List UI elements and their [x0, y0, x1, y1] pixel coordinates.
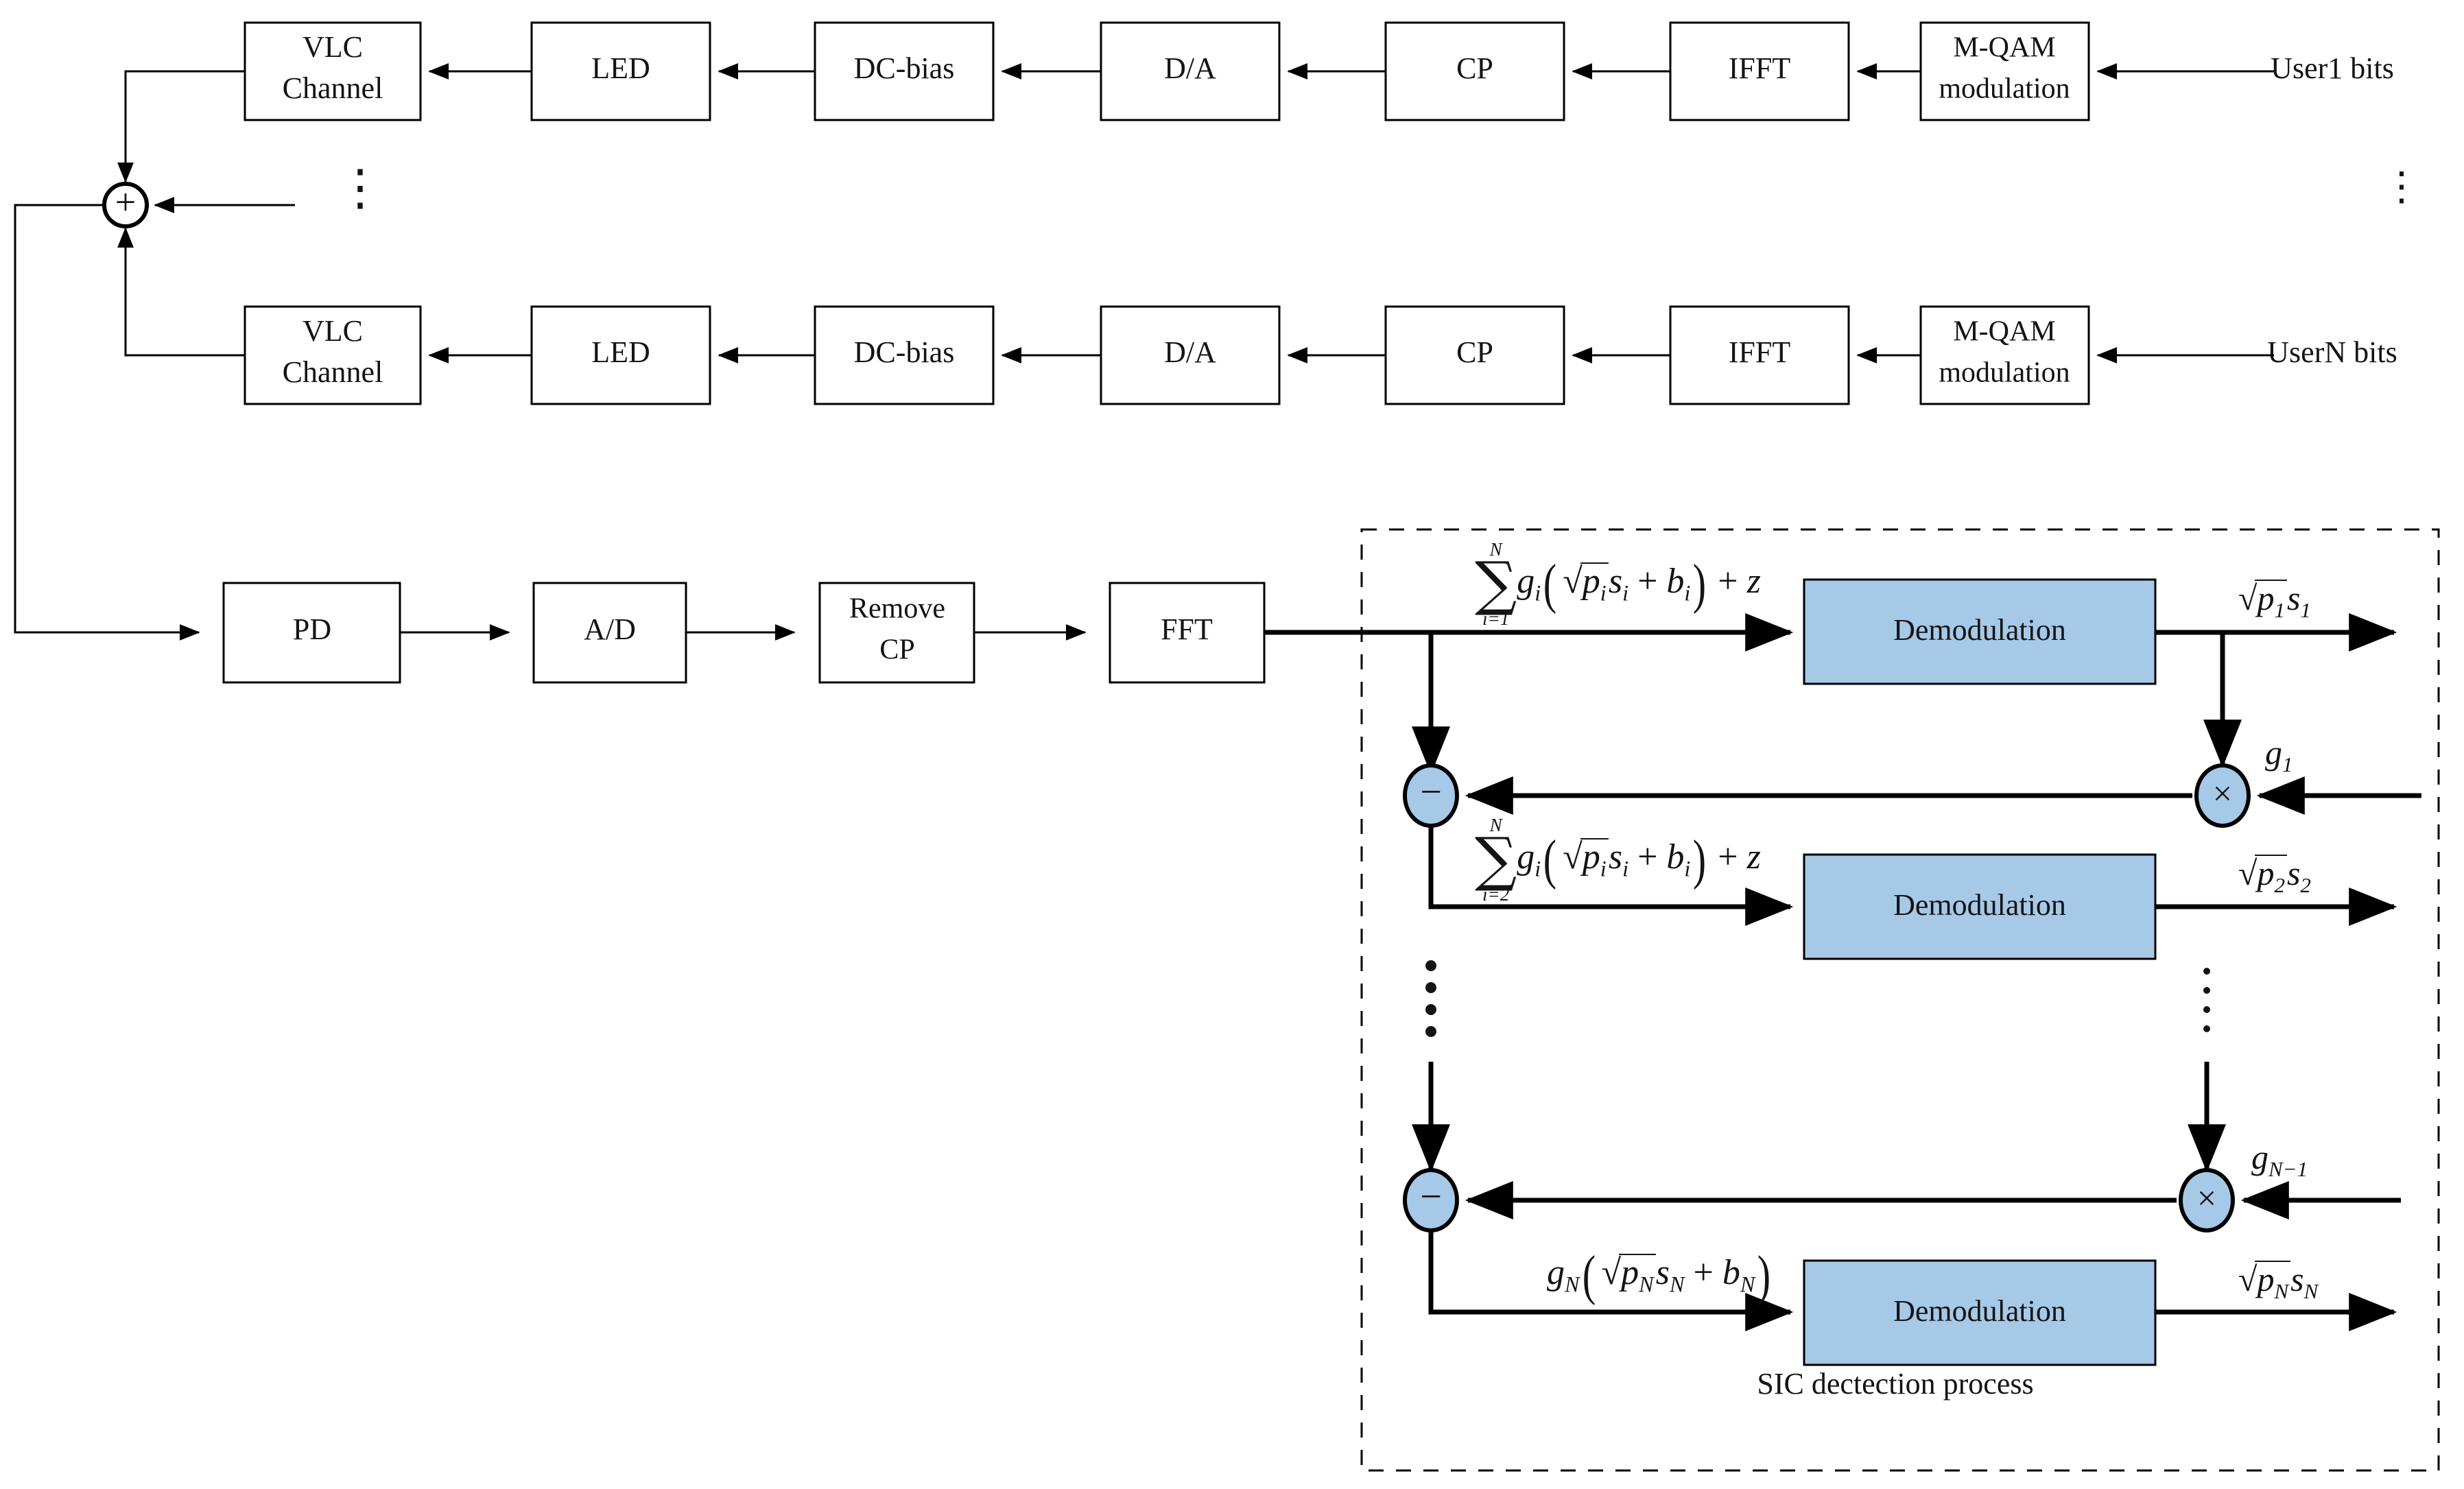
- combiner-node-group: +: [14, 181, 295, 641]
- formula-stage1-input: N ∑ i=1 gi(√pisi + bi) + z: [1475, 539, 1761, 629]
- wire-vlc-userN-to-combiner: [117, 227, 245, 357]
- block-remove-cp[interactable]: [818, 582, 975, 684]
- label-gain-1: g1: [2265, 733, 2293, 776]
- block-dc-bias-user1-label: DC-bias: [854, 51, 955, 85]
- sic-caption: SIC dectection process: [1757, 1367, 2033, 1401]
- formula-stage2-output: √p2s2: [2238, 854, 2311, 897]
- block-vlc-channel-user1-line1: VLC: [303, 30, 363, 64]
- block-fft[interactable]: [1109, 582, 1266, 684]
- block-led-user1[interactable]: [530, 21, 711, 121]
- sic-stage-2: Demodulation: [1428, 826, 2397, 960]
- ellipsis-right-dot-1: [2203, 968, 2210, 975]
- block-remove-cp-line1: Remove: [849, 593, 945, 625]
- plus-icon: +: [115, 181, 136, 222]
- minus-icon-1: −: [1420, 771, 1442, 813]
- multiply-node-1[interactable]: [2194, 763, 2251, 828]
- tx-chain-ellipsis-right: ⋮: [2382, 164, 2421, 209]
- block-pd[interactable]: [222, 582, 401, 684]
- tx-chain-userN: VLC Channel LED DC-bias D/A CP IFFT M-QA…: [117, 227, 2397, 405]
- block-led-user1-label: LED: [591, 51, 650, 85]
- multiply-icon-N: ×: [2197, 1178, 2216, 1217]
- wire-vlc-user1-to-combiner: [117, 70, 245, 183]
- block-vlc-channel-userN-line2: Channel: [283, 355, 383, 389]
- label-userN-bits: UserN bits: [2267, 335, 2397, 369]
- multiply-node-N[interactable]: [2179, 1168, 2235, 1232]
- demod-block-2-label: Demodulation: [1893, 888, 2066, 922]
- block-dc-bias-userN-label: DC-bias: [854, 335, 955, 369]
- block-cp-user1-label: CP: [1456, 51, 1493, 85]
- block-ifft-user1-label: IFFT: [1729, 51, 1791, 85]
- block-ad-label: A/D: [584, 612, 636, 646]
- block-cp-user1[interactable]: [1384, 21, 1565, 121]
- block-vlc-channel-userN-line1: VLC: [303, 314, 363, 348]
- formula-stage2-input: N ∑ i=2 gi(√pisi + bi) + z: [1475, 815, 1761, 905]
- tx-chain-user1: VLC Channel LED DC-bias D/A CP IFFT M-QA…: [117, 21, 2394, 183]
- block-dc-bias-userN[interactable]: [814, 305, 995, 405]
- sic-ellipsis-group: [1425, 960, 2210, 1037]
- formula-stage1-output: √p1s1: [2238, 579, 2311, 622]
- sic-stage-1: Demodulation × −: [1403, 578, 2421, 828]
- block-mqam-user1[interactable]: [1919, 21, 2090, 121]
- block-fft-label: FFT: [1161, 612, 1213, 646]
- demod-block-1[interactable]: [1803, 578, 2157, 685]
- ellipsis-left-dot-1: [1425, 960, 1436, 971]
- block-remove-cp-line2: CP: [879, 634, 914, 666]
- block-ad[interactable]: [532, 582, 687, 684]
- multiply-icon-1: ×: [2213, 774, 2232, 812]
- block-mqam-user1-line2: modulation: [1939, 73, 2070, 105]
- tx-chain-ellipsis-left: ⋮: [335, 160, 385, 215]
- formula-stageN-output: √pNsN: [2238, 1260, 2319, 1303]
- block-vlc-channel-user1[interactable]: [244, 21, 422, 121]
- block-da-userN-label: D/A: [1164, 335, 1216, 369]
- ellipsis-left-dot-3: [1425, 1004, 1436, 1015]
- rx-chain: PD A/D Remove CP FFT: [222, 582, 1266, 684]
- demod-block-N[interactable]: [1803, 1259, 2157, 1366]
- demod-block-2[interactable]: [1803, 853, 2157, 960]
- block-mqam-userN-line2: modulation: [1939, 357, 2070, 389]
- formula-stage2-sum-icon: N ∑ i=2: [1475, 815, 1517, 905]
- wire-subtract1-to-demod2: [1428, 826, 1794, 926]
- block-cp-userN[interactable]: [1384, 305, 1565, 405]
- block-vlc-channel-user1-line2: Channel: [283, 71, 383, 105]
- formula-stageN-input: gN(√pNsN + bN): [1547, 1245, 1771, 1306]
- ellipsis-right-dot-2: [2203, 987, 2210, 994]
- minus-icon-N: −: [1420, 1176, 1442, 1218]
- block-vlc-channel-userN[interactable]: [244, 305, 422, 405]
- block-ifft-userN-label: IFFT: [1729, 335, 1791, 369]
- ellipsis-left-dot-4: [1425, 1026, 1436, 1037]
- block-da-user1[interactable]: [1100, 21, 1281, 121]
- block-mqam-user1-line1: M-QAM: [1953, 32, 2055, 64]
- ellipsis-right-dot-4: [2203, 1025, 2210, 1032]
- demod-block-1-label: Demodulation: [1893, 613, 2066, 647]
- block-pd-label: PD: [293, 612, 331, 646]
- label-gain-N-1: gN−1: [2251, 1138, 2308, 1181]
- label-user1-bits: User1 bits: [2271, 51, 2394, 85]
- block-da-user1-label: D/A: [1164, 51, 1216, 85]
- ellipsis-left-dot-2: [1425, 982, 1436, 993]
- ellipsis-right-dot-3: [2203, 1006, 2210, 1013]
- wire-subtractN-to-demodN: [1428, 1230, 1794, 1331]
- block-led-userN-label: LED: [591, 335, 650, 369]
- block-dc-bias-user1[interactable]: [814, 21, 995, 121]
- demod-block-N-label: Demodulation: [1893, 1294, 2066, 1328]
- wire-combiner-to-pd: [14, 204, 200, 641]
- sic-region-border: [1360, 528, 2440, 1472]
- block-da-userN[interactable]: [1100, 305, 1281, 405]
- block-ifft-userN[interactable]: [1669, 305, 1850, 405]
- sic-stage-N: × − Demodulation: [1403, 1062, 2401, 1366]
- block-mqam-userN[interactable]: [1919, 305, 2090, 405]
- formula-stage1-sum-icon: N ∑ i=1: [1475, 539, 1517, 629]
- block-cp-userN-label: CP: [1456, 335, 1493, 369]
- block-mqam-userN-line1: M-QAM: [1953, 316, 2055, 348]
